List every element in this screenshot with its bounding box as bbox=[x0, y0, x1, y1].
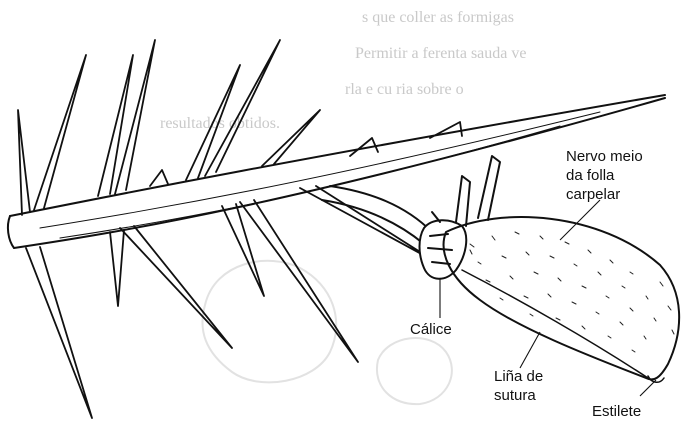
label-nervo-line3: carpelar bbox=[566, 186, 620, 203]
label-sutura-line2: sutura bbox=[494, 387, 536, 404]
bleed-through-text: s que coller as formigas Permitir a fere… bbox=[160, 9, 526, 132]
bleed-line-3: rla e cu ria sobre o bbox=[345, 81, 464, 98]
labels: Nervo meio da folla carpelar Cálice Liña… bbox=[410, 148, 643, 420]
leader-sutura bbox=[520, 332, 540, 368]
leader-nervo bbox=[560, 200, 600, 240]
bleed-line-2: Permitir a ferenta sauda ve bbox=[355, 45, 526, 62]
bleed-line-1: s que coller as formigas bbox=[362, 9, 514, 26]
calyx bbox=[420, 156, 501, 279]
leader-estilete bbox=[640, 380, 656, 396]
pedicel bbox=[322, 186, 432, 244]
pod bbox=[444, 217, 680, 382]
label-nervo-line1: Nervo meio bbox=[566, 148, 643, 165]
leader-lines bbox=[440, 200, 656, 396]
label-estilete: Estilete bbox=[592, 403, 641, 420]
label-sutura-line1: Liña de bbox=[494, 368, 543, 385]
label-calice: Cálice bbox=[410, 321, 452, 338]
label-nervo-line2: da folla bbox=[566, 167, 615, 184]
